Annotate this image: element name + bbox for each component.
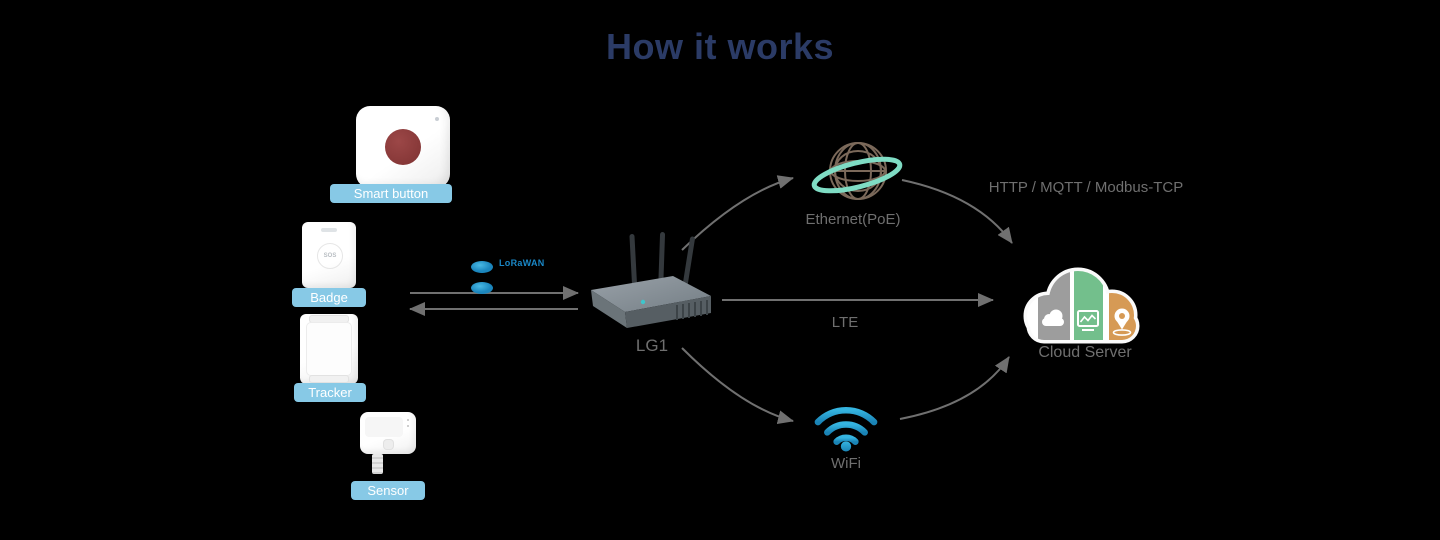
mount-tab	[310, 376, 348, 382]
tracker-label: Tracker	[294, 383, 366, 402]
sensor-body	[360, 412, 416, 454]
ethernet-globe-icon	[811, 142, 903, 200]
badge-device: SOS	[302, 222, 356, 288]
lora-signal-icon	[471, 261, 493, 294]
tracker-face	[307, 323, 351, 375]
sensor-label: Sensor	[351, 481, 425, 500]
arrow-gateway-to-ethernet	[681, 175, 794, 251]
cloud-server-icon	[1023, 267, 1140, 344]
sos-button: SOS	[317, 243, 343, 269]
arrow-ethernet-to-cloud	[901, 179, 1013, 244]
red-button	[385, 129, 421, 165]
ethernet-label: Ethernet(PoE)	[805, 211, 901, 228]
lora-label: LoRaWAN	[499, 258, 545, 268]
gateway-label: LG1	[635, 336, 669, 355]
sensor-button	[384, 440, 393, 449]
mount-tab	[310, 316, 348, 322]
sensor-dots	[407, 419, 409, 429]
wifi-icon	[814, 407, 878, 452]
smart-button-device	[356, 106, 450, 188]
wifi-label: WiFi	[831, 455, 861, 472]
sensor-device	[360, 412, 418, 476]
smart-button-label: Smart button	[330, 184, 452, 203]
sensor-probe	[372, 454, 383, 474]
sensor-screen	[365, 417, 403, 437]
lanyard-slot	[321, 228, 337, 232]
gateway-router-icon	[591, 232, 711, 328]
page-title: How it works	[605, 26, 835, 67]
cloud-server-label: Cloud Server	[1038, 344, 1132, 361]
monitor-chart-icon	[1077, 310, 1099, 331]
location-pin-icon	[1112, 308, 1132, 336]
badge-label: Badge	[292, 288, 366, 307]
mini-cloud-icon	[1042, 309, 1064, 326]
protocols-label: HTTP / MQTT / Modbus-TCP	[988, 179, 1184, 196]
lte-label: LTE	[831, 314, 859, 331]
arrow-gateway-to-wifi	[681, 347, 794, 425]
status-led	[435, 117, 439, 121]
tracker-device	[300, 314, 358, 384]
arrow-wifi-to-cloud	[899, 356, 1010, 420]
